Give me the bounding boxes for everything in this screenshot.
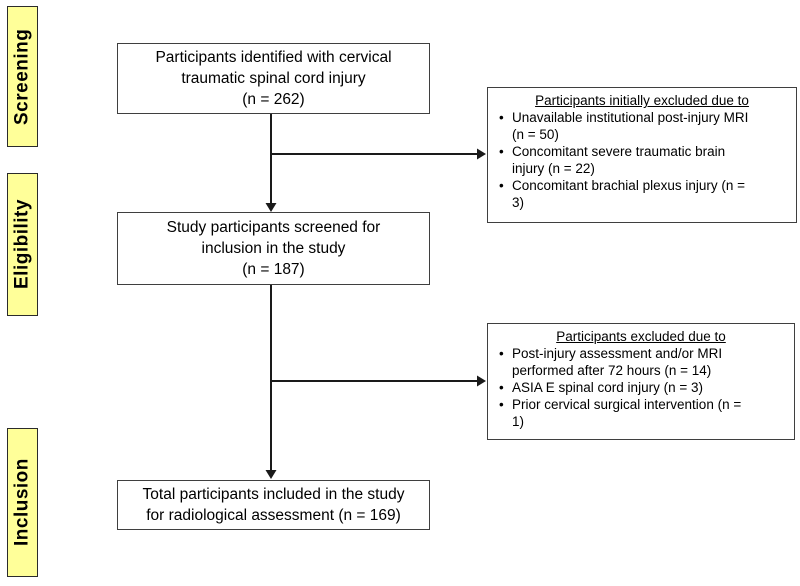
excluded-item-text: ASIA E spinal cord injury (n = 3): [512, 379, 794, 396]
excluded-item-line: Concomitant brachial plexus injury (n =: [512, 178, 745, 193]
excluded-item-text: Unavailable institutional post-injury MR…: [512, 109, 796, 143]
excluded-item-text: Concomitant severe traumatic brain injur…: [512, 143, 796, 177]
bullet-icon: •: [499, 178, 504, 193]
bullet-icon: •: [499, 380, 504, 395]
excluded-item: • Unavailable institutional post-injury …: [488, 109, 796, 143]
box-text-line: traumatic spinal cord injury: [181, 70, 366, 87]
bullet-icon: •: [499, 397, 504, 412]
box-text-line: Study participants screened for: [166, 219, 381, 236]
box-text-line: inclusion in the study: [201, 240, 346, 257]
excluded-item-line: ASIA E spinal cord injury (n = 3): [512, 380, 703, 395]
excluded-item-text: Concomitant brachial plexus injury (n = …: [512, 177, 796, 211]
arrowhead-eligibility-to-inclusion: [265, 470, 277, 479]
box-text-line: (n = 187): [242, 261, 305, 278]
excluded-item-line: Post-injury assessment and/or MRI: [512, 346, 723, 361]
box-text-line: Participants identified with cervical: [155, 49, 392, 66]
bullet-icon: •: [499, 144, 504, 159]
excluded-item-text: Post-injury assessment and/or MRI perfor…: [512, 345, 794, 379]
box-participants-identified: Participants identified with cervical tr…: [117, 43, 430, 114]
excluded-item: • Concomitant brachial plexus injury (n …: [488, 177, 796, 211]
excluded-item-line: Unavailable institutional post-injury MR…: [512, 110, 749, 125]
stage-label-inclusion: Inclusion: [7, 428, 38, 577]
excluded-item-line: 3): [512, 195, 525, 210]
excluded-item-line: Prior cervical surgical intervention (n …: [512, 397, 742, 412]
arrowhead-excluded: [477, 375, 486, 387]
box-text-line: for radiological assessment (n = 169): [146, 507, 401, 524]
excluded-item-line: injury (n = 22): [512, 161, 595, 176]
excluded-item-line: performed after 72 hours (n = 14): [512, 363, 712, 378]
excluded-title: Participants excluded due to: [556, 329, 726, 344]
stage-label-screening: Screening: [7, 6, 38, 147]
arrowhead-screening-to-eligibility: [265, 203, 277, 212]
excluded-item-text: Prior cervical surgical intervention (n …: [512, 396, 794, 430]
box-excluded: Participants excluded due to • Post-inju…: [487, 323, 795, 440]
excluded-title: Participants initially excluded due to: [535, 93, 749, 108]
excluded-item-line: Concomitant severe traumatic brain: [512, 144, 726, 159]
box-participants-included: Total participants included in the study…: [117, 480, 430, 530]
box-initially-excluded: Participants initially excluded due to •…: [487, 87, 797, 223]
box-participants-screened: Study participants screened for inclusio…: [117, 212, 430, 285]
excluded-item: • Post-injury assessment and/or MRI perf…: [488, 345, 794, 379]
excluded-item: • ASIA E spinal cord injury (n = 3): [488, 379, 794, 396]
excluded-item: • Concomitant severe traumatic brain inj…: [488, 143, 796, 177]
excluded-item-line: 1): [512, 414, 525, 429]
arrowhead-excluded-initially: [477, 148, 486, 160]
excluded-item: • Prior cervical surgical intervention (…: [488, 396, 794, 430]
box-text-line: Total participants included in the study: [142, 486, 405, 503]
bullet-icon: •: [499, 346, 504, 361]
excluded-item-line: (n = 50): [512, 127, 559, 142]
box-text-line: (n = 262): [242, 91, 305, 108]
bullet-icon: •: [499, 110, 504, 125]
stage-label-eligibility: Eligibility: [7, 173, 38, 316]
